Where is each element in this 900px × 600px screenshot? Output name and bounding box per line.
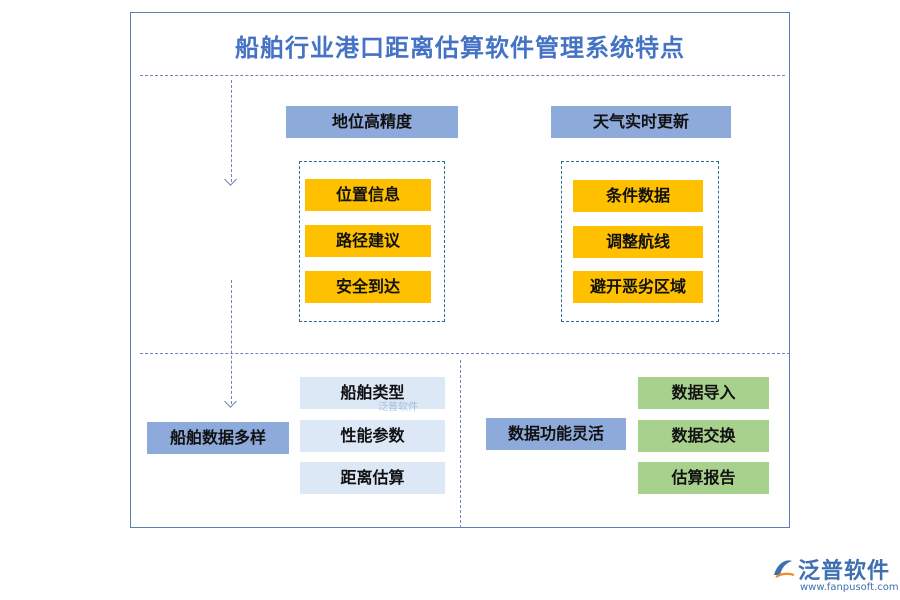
logo-icon xyxy=(774,560,795,578)
header-weather: 天气实时更新 xyxy=(551,106,731,138)
diagram-title: 船舶行业港口距离估算软件管理系统特点 xyxy=(235,34,685,62)
item-vessel-type: 船舶类型 xyxy=(300,377,445,409)
item-route-suggestion: 路径建议 xyxy=(305,225,431,257)
item-safe-arrival: 安全到达 xyxy=(305,271,431,303)
logo-name: 泛普软件 xyxy=(798,559,891,584)
section-divider xyxy=(140,353,790,354)
weather-group xyxy=(561,161,719,322)
item-distance-estimate: 距离估算 xyxy=(300,462,445,494)
bottom-column-divider xyxy=(460,360,461,528)
item-location-info: 位置信息 xyxy=(305,179,431,211)
header-vessel-data: 船舶数据多样 xyxy=(147,422,289,454)
item-data-exchange: 数据交换 xyxy=(638,420,769,452)
arrow-line-bottom xyxy=(231,280,232,404)
header-positioning: 地位高精度 xyxy=(286,106,458,138)
positioning-group xyxy=(299,161,445,322)
item-performance-params: 性能参数 xyxy=(300,420,445,452)
item-data-import: 数据导入 xyxy=(638,377,769,409)
item-condition-data: 条件数据 xyxy=(573,180,703,212)
header-data-functions: 数据功能灵活 xyxy=(486,418,626,450)
item-estimate-report: 估算报告 xyxy=(638,462,769,494)
arrow-line-top xyxy=(231,80,232,182)
title-divider xyxy=(140,75,785,76)
item-avoid-severe-area: 避开恶劣区域 xyxy=(573,271,703,303)
item-adjust-route: 调整航线 xyxy=(573,226,703,258)
watermark: 泛普软件 xyxy=(378,402,418,413)
brand-logo: 泛普软件 www.fanpusoft.com xyxy=(770,553,899,597)
logo-url: www.fanpusoft.com xyxy=(800,582,899,593)
